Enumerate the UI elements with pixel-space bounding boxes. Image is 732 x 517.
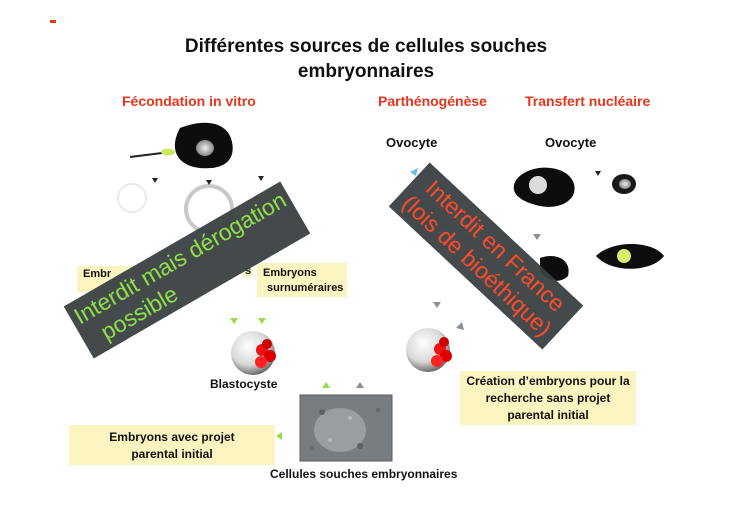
transfert-ovocyte-icon — [513, 167, 575, 207]
title-line-2: embryonnaires — [297, 61, 435, 82]
title-line-1: Différentes sources de cellules souches — [184, 36, 548, 57]
creation-line-3: parental initial — [507, 408, 589, 422]
blastocyste-label: Blastocyste — [210, 377, 278, 391]
reconstructed-ovocyte-icon — [596, 244, 664, 269]
blastocyst-icon-fiv — [231, 331, 276, 375]
creation-embryons-box: Création d’embryons pour la recherche sa… — [460, 371, 636, 425]
header-fiv: Fécondation in vitro — [122, 93, 256, 109]
creation-line-2: recherche sans projet — [485, 391, 611, 405]
surnumeraires-box: Embryons surnuméraires — [257, 263, 347, 297]
projet-line-2: parental initial — [131, 447, 213, 461]
surnumeraires-line-2: surnuméraires — [267, 282, 344, 294]
ovocyte-label-transfert: Ovocyte — [545, 135, 597, 150]
slide-title: Différentes sources de cellules souches … — [0, 34, 732, 84]
creation-line-1: Création d’embryons pour la — [466, 374, 630, 388]
embryons-s-partial: s — [243, 265, 254, 277]
donor-cell-icon — [612, 174, 636, 194]
fiv-ovocyte-icon — [129, 122, 233, 169]
projet-parental-box: Embryons avec projet parental initial — [69, 425, 275, 465]
surnumeraires-line-1: Embryons — [263, 267, 317, 279]
embryons-box-partial-text: Embr — [83, 268, 112, 280]
blastocyst-icon-partheno — [406, 328, 452, 372]
ovocyte-label-parthenogenese: Ovocyte — [386, 135, 438, 150]
header-transfert-nucleaire: Transfert nucléaire — [525, 93, 651, 109]
stem-cell-culture-image — [299, 394, 393, 462]
header-parthenogenese: Parthénogénèse — [378, 93, 487, 109]
corner-mark — [50, 20, 56, 23]
cellules-souches-label: Cellules souches embryonnaires — [270, 467, 458, 481]
projet-line-1: Embryons avec projet — [109, 430, 235, 444]
faint-zygote-icon — [117, 183, 147, 213]
